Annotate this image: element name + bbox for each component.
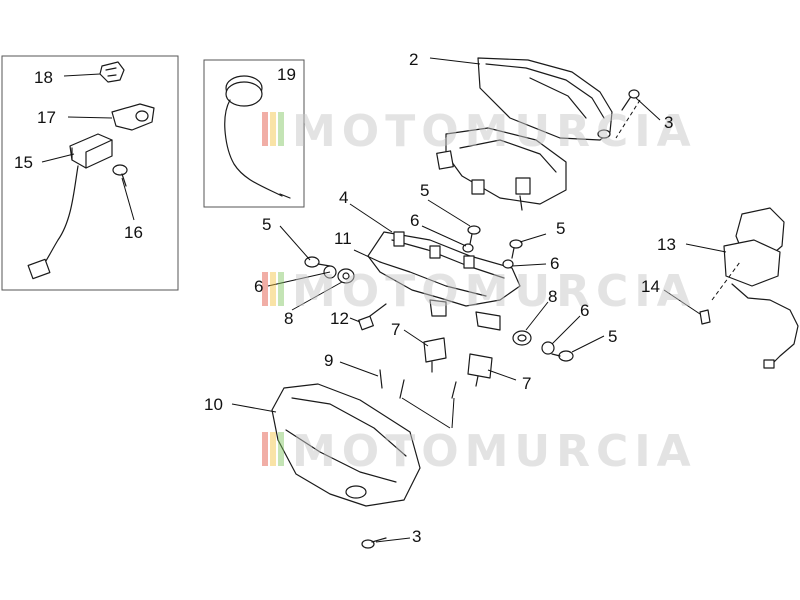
part-5-screw-top [467,225,481,245]
callout-9: 9 [324,351,333,370]
callout-3-upper: 3 [664,113,673,132]
callout-12: 12 [330,309,349,328]
callout-3-lower: 3 [412,527,421,546]
part-18-clip [99,61,125,83]
part-10-lower-cover [271,383,421,507]
watermark-middle: MOTOMURCIA [262,266,697,317]
callout-11: 11 [334,229,352,248]
callout-5-far-right: 5 [608,327,617,346]
leader-lines [41,57,741,543]
part-7-rubber-mount-left [423,337,447,373]
part-16-screw [112,164,128,187]
callout-2: 2 [409,50,418,69]
callout-7-left: 7 [391,320,400,339]
part-6-washer-right [502,259,514,269]
part-3-screw-upper [621,89,640,111]
part-19-sensor [224,75,291,199]
watermark-text-middle: MOTOMURCIA [292,266,697,317]
part-9-screws [379,369,457,399]
watermark-text-bottom: MOTOMURCIA [292,426,697,477]
callout-6-far-right: 6 [580,301,589,320]
part-3-screw-lower [361,537,387,549]
part-5-screw-far-right [551,350,574,362]
watermark-bottom: MOTOMURCIA [262,426,697,477]
inset-box-wiring [1,55,179,291]
part-5-screw-right [509,239,523,259]
callout-labels: 18 17 15 16 19 2 3 4 5 6 5 6 5 11 6 8 12… [14,50,676,546]
part-6-washer-far-right [541,341,555,355]
part-17-bracket [111,103,155,131]
callout-5-top: 5 [420,181,429,200]
callout-10: 10 [204,395,223,414]
part-5-screw-left [304,256,331,268]
part-13-module [723,207,799,369]
callout-8-left: 8 [284,309,293,328]
part-12-connector [358,303,387,331]
inset-box-sensor [203,59,305,208]
callout-7-right: 7 [522,374,531,393]
instrument-cluster-body [436,127,567,211]
part-8-grommet-right [512,330,532,346]
callout-5-right: 5 [556,219,565,238]
callout-6-right: 6 [550,254,559,273]
callout-6-top: 6 [410,211,419,230]
callout-18: 18 [34,68,53,87]
part-7-rubber-mount-right [467,353,493,387]
callout-14: 14 [641,277,660,296]
callout-17: 17 [37,108,56,127]
watermark-text-top: MOTOMURCIA [292,106,697,157]
part-14-screw [699,309,711,325]
callout-16: 16 [124,223,143,242]
callout-15: 15 [14,153,33,172]
part-15-relay [27,133,113,280]
watermark-top: MOTOMURCIA [262,106,697,157]
part-8-grommet-left [337,268,355,284]
part-2-dashboard-cover [477,57,613,141]
callout-5-left: 5 [262,215,271,234]
callout-8-right: 8 [548,287,557,306]
part-4-support-bracket [367,231,521,331]
callout-4: 4 [339,188,348,207]
callout-6-left: 6 [254,277,263,296]
callout-19: 19 [277,65,296,84]
callout-13: 13 [657,235,676,254]
